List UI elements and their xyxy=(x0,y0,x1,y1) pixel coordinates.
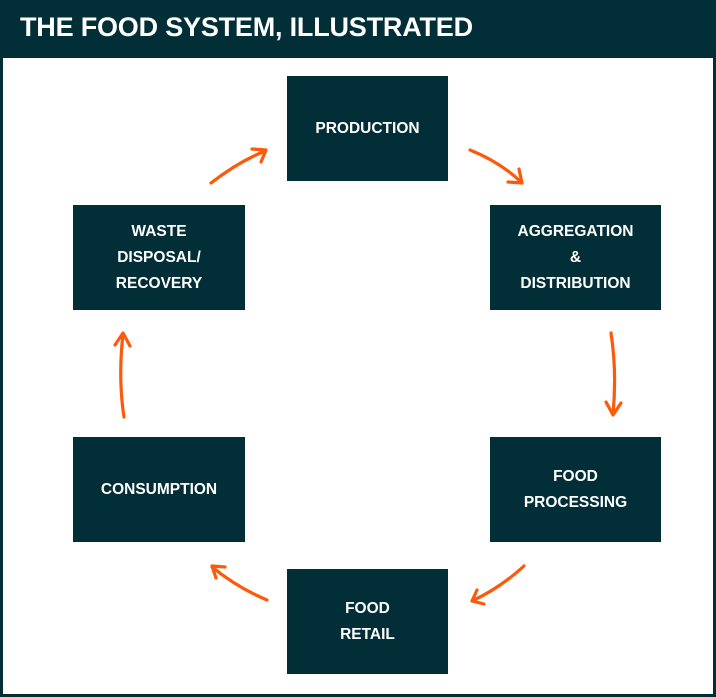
node-aggregation-distribution: AGGREGATION & DISTRIBUTION xyxy=(490,205,661,310)
node-processing-line: PROCESSING xyxy=(523,493,628,511)
node-food-processing: FOOD PROCESSING xyxy=(490,437,661,542)
diagram-title: THE FOOD SYSTEM, ILLUSTRATED xyxy=(20,12,473,42)
node-consumption-line: CONSUMPTION xyxy=(100,480,218,498)
node-aggregation-line: AGGREGATION xyxy=(517,222,634,240)
node-waste-line: DISPOSAL/ xyxy=(117,248,201,266)
node-food-retail: FOOD RETAIL xyxy=(287,569,448,674)
header-bar: THE FOOD SYSTEM, ILLUSTRATED xyxy=(0,0,716,58)
node-consumption: CONSUMPTION xyxy=(73,437,245,542)
node-waste-line: WASTE xyxy=(131,222,187,240)
node-production: PRODUCTION xyxy=(287,76,448,181)
node-retail-line: FOOD xyxy=(345,599,390,617)
node-waste-disposal-recovery: WASTE DISPOSAL/ RECOVERY xyxy=(73,205,245,310)
node-retail-line: RETAIL xyxy=(340,625,395,643)
node-aggregation-line: DISTRIBUTION xyxy=(520,274,631,292)
node-aggregation-line: & xyxy=(569,248,582,266)
node-production-line: PRODUCTION xyxy=(315,119,420,137)
node-waste-line: RECOVERY xyxy=(115,274,203,292)
node-processing-line: FOOD xyxy=(553,467,598,485)
